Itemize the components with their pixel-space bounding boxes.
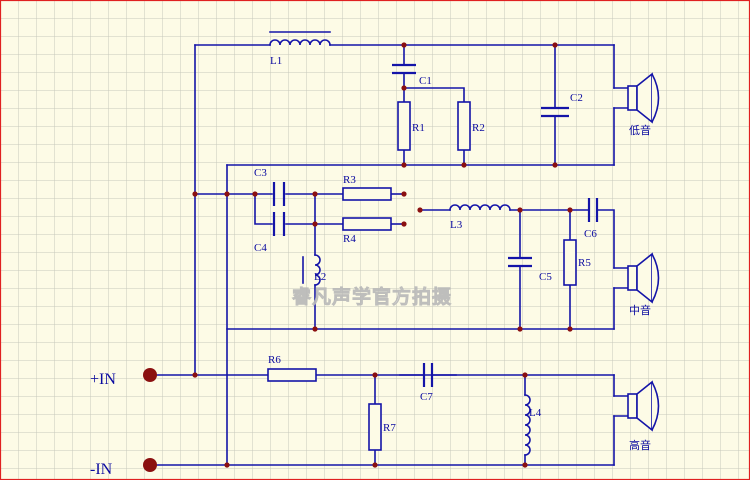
label-r7: R7 — [383, 422, 396, 434]
label-r6: R6 — [268, 354, 281, 366]
inductor-l3 — [449, 204, 511, 211]
label-plus-in: +IN — [90, 371, 116, 388]
terminal-minus[interactable] — [143, 458, 157, 472]
label-c7: C7 — [420, 391, 433, 403]
speaker-low-icon — [613, 72, 660, 124]
inductor-l4 — [524, 394, 531, 456]
label-c1: C1 — [419, 75, 432, 87]
inductor-l1 — [269, 31, 331, 46]
capacitor-c1 — [392, 63, 416, 75]
label-speaker-high: 高音 — [629, 438, 651, 452]
capacitor-c7 — [399, 363, 457, 387]
resistor-r7 — [368, 403, 382, 451]
label-c2: C2 — [570, 92, 583, 104]
resistor-r3 — [342, 187, 392, 201]
capacitor-c4 — [272, 212, 286, 236]
capacitor-c6 — [587, 198, 599, 222]
resistor-r2 — [457, 101, 471, 151]
label-c3: C3 — [254, 167, 267, 179]
terminal-plus[interactable] — [143, 368, 157, 382]
junction-dots — [192, 42, 573, 468]
label-r4: R4 — [343, 233, 356, 245]
resistor-r5 — [563, 239, 577, 286]
label-minus-in: -IN — [90, 461, 113, 478]
label-l2: L2 — [314, 271, 326, 283]
label-r3: R3 — [343, 174, 356, 186]
label-l3: L3 — [450, 219, 463, 231]
label-c4: C4 — [254, 242, 267, 254]
speaker-high-icon — [613, 380, 660, 432]
label-r1: R1 — [412, 122, 425, 134]
capacitor-c2 — [541, 106, 569, 118]
label-speaker-low: 低音 — [629, 123, 651, 137]
label-c6: C6 — [584, 228, 597, 240]
resistor-r4 — [342, 217, 392, 231]
label-l4: L4 — [529, 407, 542, 419]
resistor-r6 — [267, 368, 317, 382]
label-c5: C5 — [539, 271, 552, 283]
watermark: 睿凡声学官方拍摄 — [292, 285, 452, 308]
label-l1: L1 — [270, 55, 282, 67]
resistor-r1 — [397, 101, 411, 151]
capacitor-c5 — [508, 256, 532, 268]
label-r5: R5 — [578, 257, 591, 269]
speaker-mid-icon — [613, 252, 660, 304]
label-r2: R2 — [472, 122, 485, 134]
inductor-l2 — [302, 254, 321, 286]
label-speaker-mid: 中音 — [629, 303, 651, 317]
capacitor-c3 — [272, 182, 286, 206]
